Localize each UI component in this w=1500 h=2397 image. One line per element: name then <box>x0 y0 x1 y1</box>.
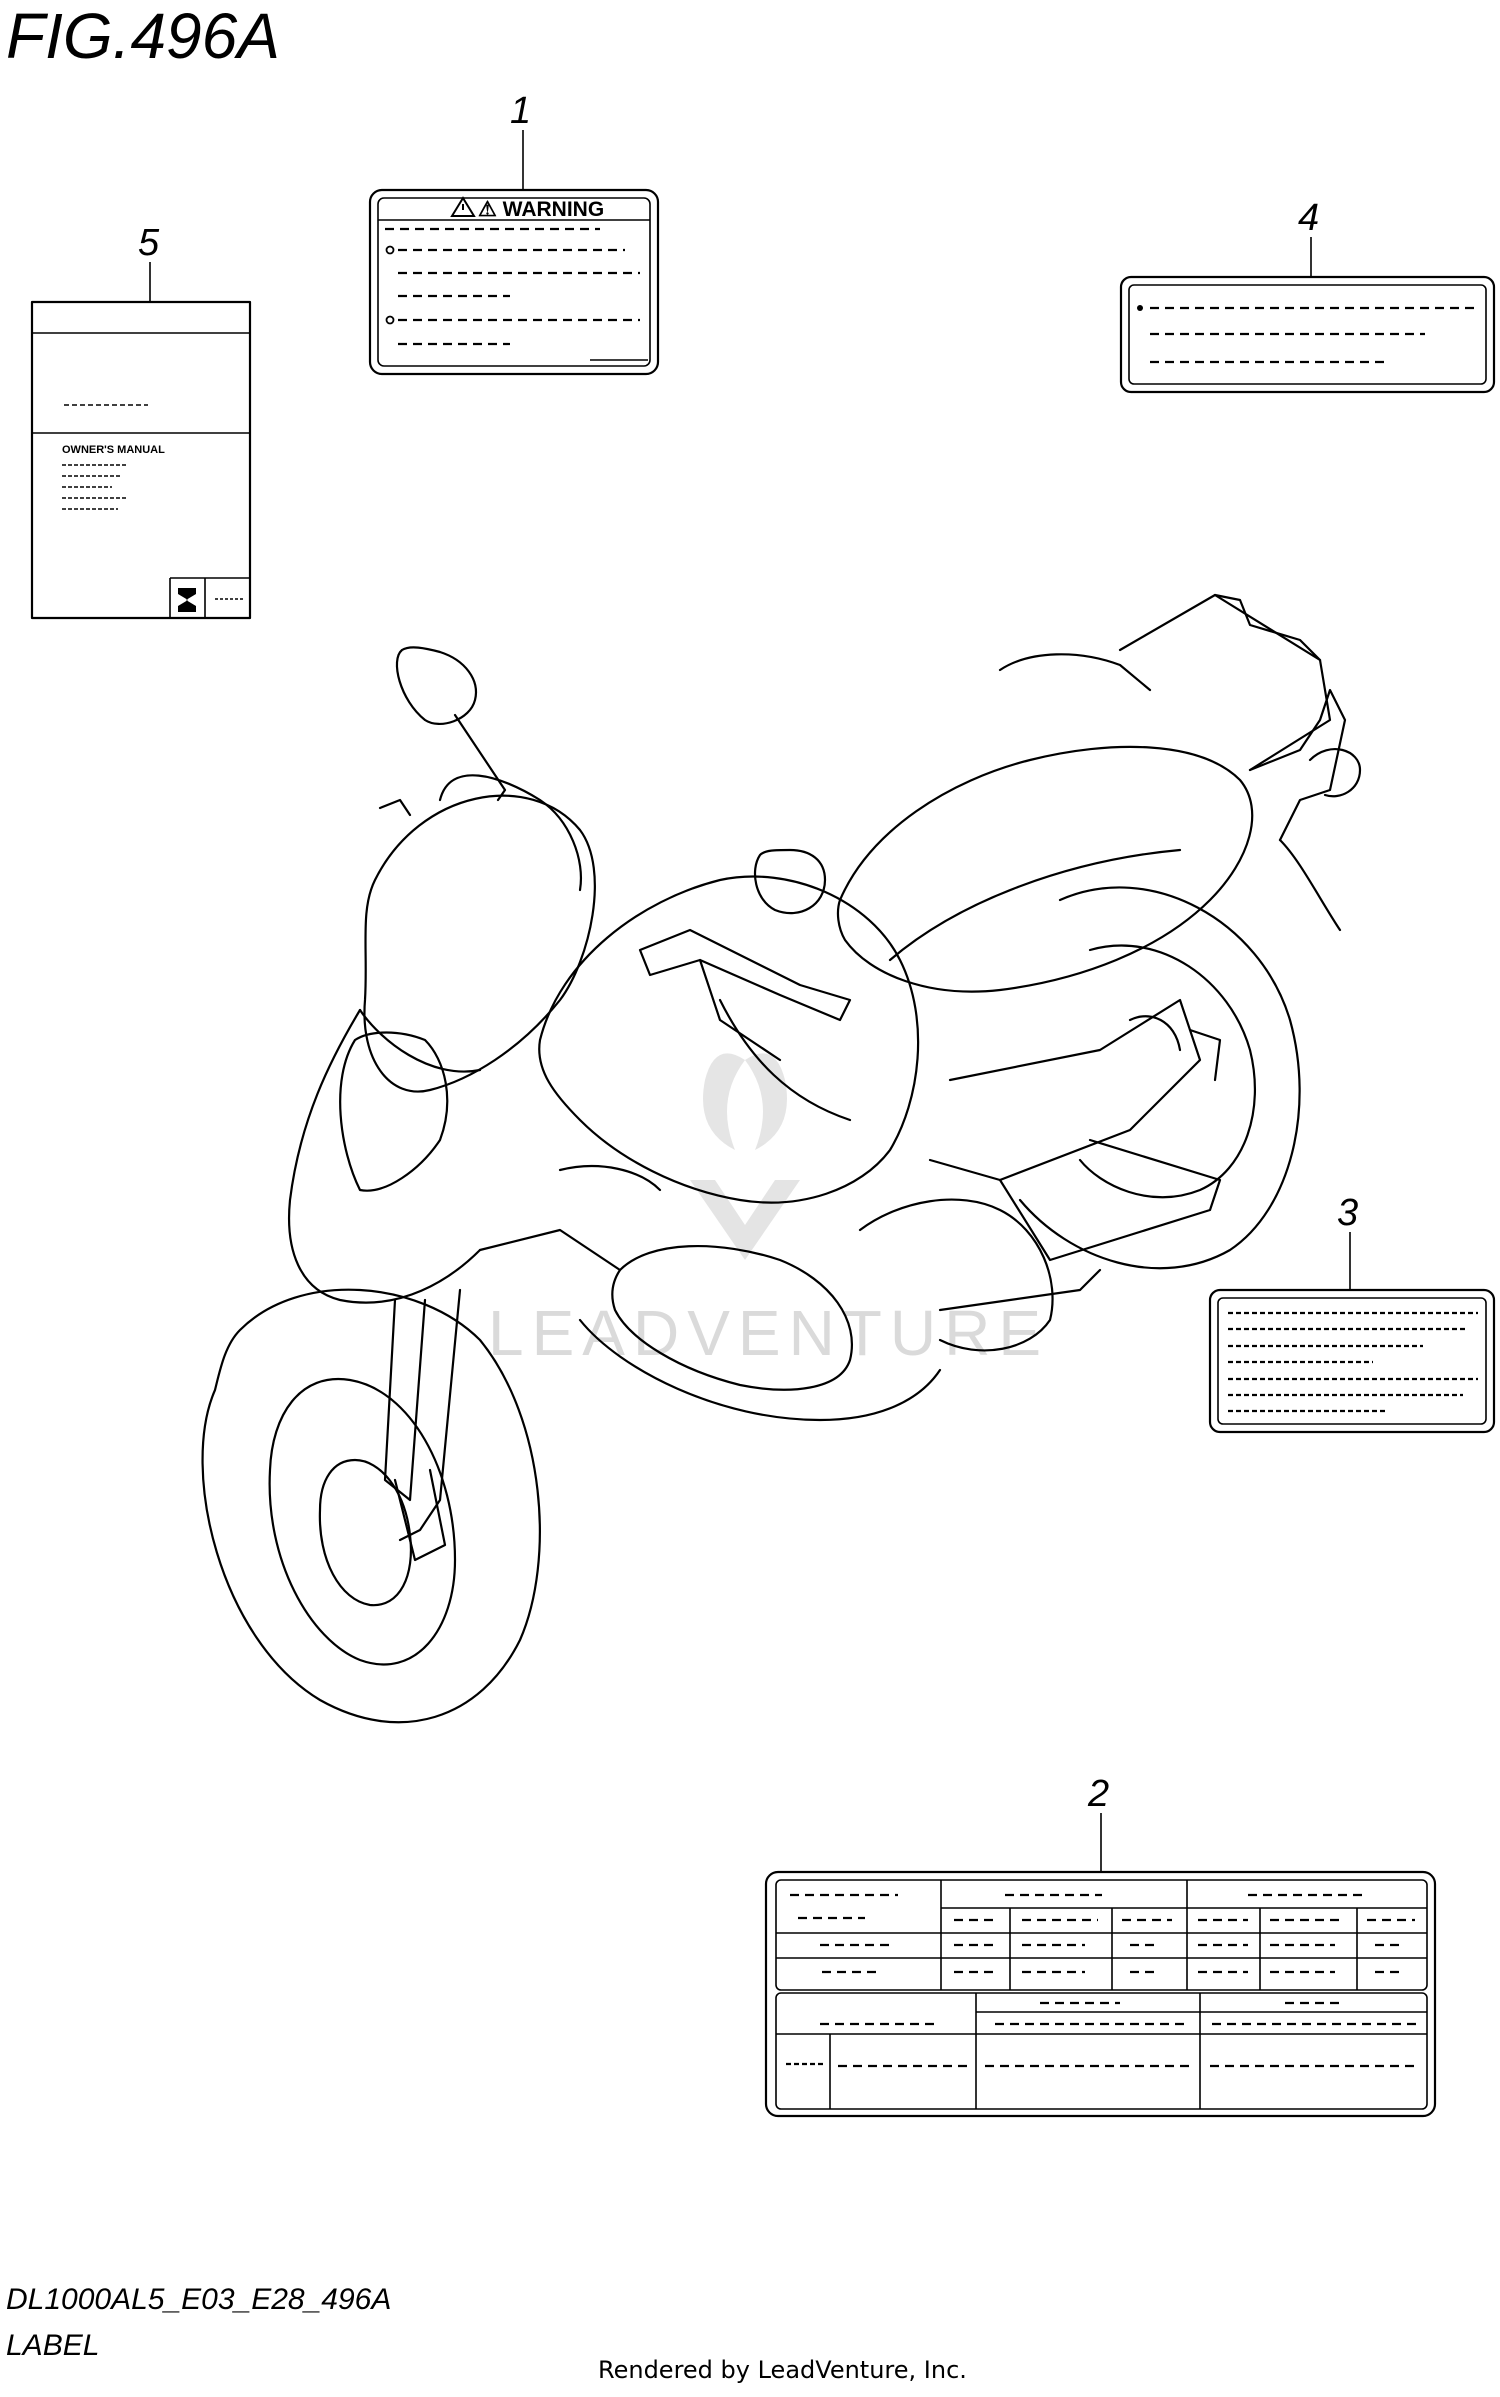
callout-1: 1 <box>510 90 531 132</box>
owners-manual-heading: OWNER'S MANUAL <box>62 444 165 456</box>
callout-2: 2 <box>1087 1773 1109 1815</box>
label-5-owners-manual[interactable]: OWNER'S MANUAL 5 <box>30 222 252 620</box>
warning-heading: ⚠ WARNING <box>478 198 604 221</box>
warning-triangle-icon <box>450 196 476 217</box>
group-name: LABEL <box>6 2329 99 2362</box>
callout-5: 5 <box>138 222 160 264</box>
render-credit: Rendered by LeadVenture, Inc. <box>598 2356 967 2384</box>
label-4[interactable]: 4 <box>1119 197 1496 394</box>
motorcycle-drawing <box>201 593 1362 1724</box>
label-3[interactable]: 3 <box>1208 1192 1496 1434</box>
callout-4: 4 <box>1298 197 1319 239</box>
model-code: DL1000AL5_E03_E28_496A <box>6 2283 391 2316</box>
watermark: LEADVENTURE <box>488 1053 1049 1369</box>
suzuki-logo-icon <box>178 588 196 612</box>
figure-title: FIG.496A <box>6 0 280 72</box>
label-1-warning[interactable]: ⚠ WARNING 1 <box>368 90 660 376</box>
callout-3: 3 <box>1337 1192 1358 1234</box>
label-2-table[interactable]: 2 <box>764 1773 1437 2118</box>
watermark-text: LEADVENTURE <box>488 1297 1049 1369</box>
